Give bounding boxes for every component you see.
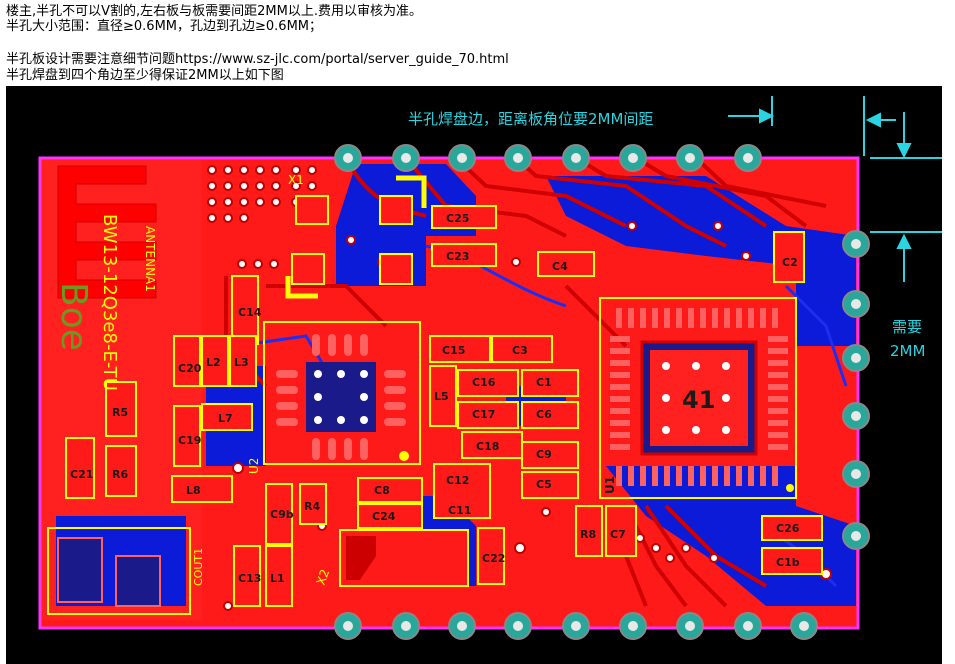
note-line-4: 半孔焊盘到四个角边至少得保证2MM以上如下图 bbox=[6, 68, 284, 83]
u1-center-label: 41 bbox=[682, 386, 715, 414]
half-hole-drills-right bbox=[851, 239, 861, 541]
label-c12: C12 bbox=[446, 474, 469, 487]
label-r4: R4 bbox=[304, 500, 320, 513]
antenna-trace bbox=[57, 165, 157, 299]
module-label: BW13-12Q3e8-E-TU bbox=[99, 214, 120, 391]
logo-text: Boe bbox=[53, 282, 94, 351]
label-l2: L2 bbox=[206, 356, 221, 369]
antenna-label: ANTENNA1 bbox=[143, 226, 157, 292]
label-c17: C17 bbox=[472, 408, 495, 421]
u2-pins bbox=[276, 334, 406, 460]
label-c7: C7 bbox=[610, 528, 626, 541]
x2-pad bbox=[346, 536, 376, 580]
label-c13: C13 bbox=[238, 572, 261, 585]
x1-corner-mark-top bbox=[396, 175, 427, 208]
label-c4: C4 bbox=[552, 260, 568, 273]
label-r8: R8 bbox=[580, 528, 596, 541]
label-l3: L3 bbox=[234, 356, 249, 369]
x1-corner-mark-bottom bbox=[285, 276, 318, 299]
label-c19: C19 bbox=[178, 434, 201, 447]
label-c20: C20 bbox=[178, 362, 202, 375]
half-hole-drills-bottom bbox=[343, 621, 809, 631]
pcb-layout-view: 41 bbox=[6, 86, 942, 664]
u1-label: U1 bbox=[603, 476, 617, 494]
x1-label: X1 bbox=[288, 173, 304, 187]
dimension-annotations bbox=[728, 96, 942, 282]
label-c18: C18 bbox=[476, 440, 499, 453]
side-distance-note-1: 需要 bbox=[892, 318, 922, 336]
u1-outline bbox=[599, 297, 797, 499]
cout-label: COUT1 bbox=[192, 548, 205, 586]
label-c1: C1 bbox=[536, 376, 552, 389]
label-c15: C15 bbox=[442, 344, 465, 357]
pcb-drawing: 41 bbox=[38, 96, 942, 640]
label-l7: L7 bbox=[218, 412, 233, 425]
note-line-1: 楼主,半孔不可以V割的,左右板与板需要间距2MM以上.费用以审核为准。 bbox=[6, 4, 422, 19]
label-r6: R6 bbox=[112, 468, 128, 481]
label-c14: C14 bbox=[238, 306, 262, 319]
label-r5: R5 bbox=[112, 406, 128, 419]
label-c25: C25 bbox=[446, 212, 469, 225]
half-hole-drills-top bbox=[343, 153, 753, 163]
x2-label: X2 bbox=[314, 567, 333, 587]
component-boxes bbox=[65, 195, 823, 607]
corner-distance-note: 半孔焊盘边，距离板角位要2MM间距 bbox=[408, 110, 653, 128]
label-c21: C21 bbox=[70, 468, 93, 481]
u2-label: U2 bbox=[247, 458, 261, 474]
label-c23: C23 bbox=[446, 250, 469, 263]
label-c16: C16 bbox=[472, 376, 496, 389]
label-l1: L1 bbox=[270, 572, 285, 585]
label-c9b: C9b bbox=[270, 508, 294, 521]
label-l8: L8 bbox=[186, 484, 201, 497]
side-distance-note-2: 2MM bbox=[890, 342, 925, 360]
note-line-3: 半孔板设计需要注意细节问题https://www.sz-jlc.com/port… bbox=[6, 52, 509, 67]
cout-pad-1 bbox=[57, 537, 103, 603]
label-c22: C22 bbox=[482, 552, 505, 565]
u1-thermal-vias bbox=[662, 362, 730, 434]
cout-box bbox=[47, 527, 191, 615]
label-c6: C6 bbox=[536, 408, 552, 421]
label-c9: C9 bbox=[536, 448, 552, 461]
label-c1b: C1b bbox=[776, 556, 800, 569]
component-labels: C25 C23 C4 C2 C14 C15 C3 C20 L2 L3 C16 C… bbox=[70, 212, 800, 585]
label-c3: C3 bbox=[512, 344, 528, 357]
u1-pin1-marker bbox=[786, 484, 794, 492]
label-c8: C8 bbox=[374, 484, 390, 497]
u2-pin1-marker bbox=[399, 451, 409, 461]
label-l5: L5 bbox=[434, 390, 449, 403]
label-c24: C24 bbox=[372, 510, 396, 523]
u2-outline bbox=[263, 321, 421, 465]
label-c11: C11 bbox=[448, 504, 471, 517]
u1-pins bbox=[610, 308, 788, 486]
label-c2: C2 bbox=[782, 256, 798, 269]
u2-vias bbox=[314, 370, 368, 424]
note-line-2: 半孔大小范围：直径≥0.6MM，孔边到孔边≥0.6MM； bbox=[6, 19, 322, 34]
label-c26: C26 bbox=[776, 522, 800, 535]
label-c5: C5 bbox=[536, 478, 552, 491]
cout-pad-2 bbox=[115, 555, 161, 607]
